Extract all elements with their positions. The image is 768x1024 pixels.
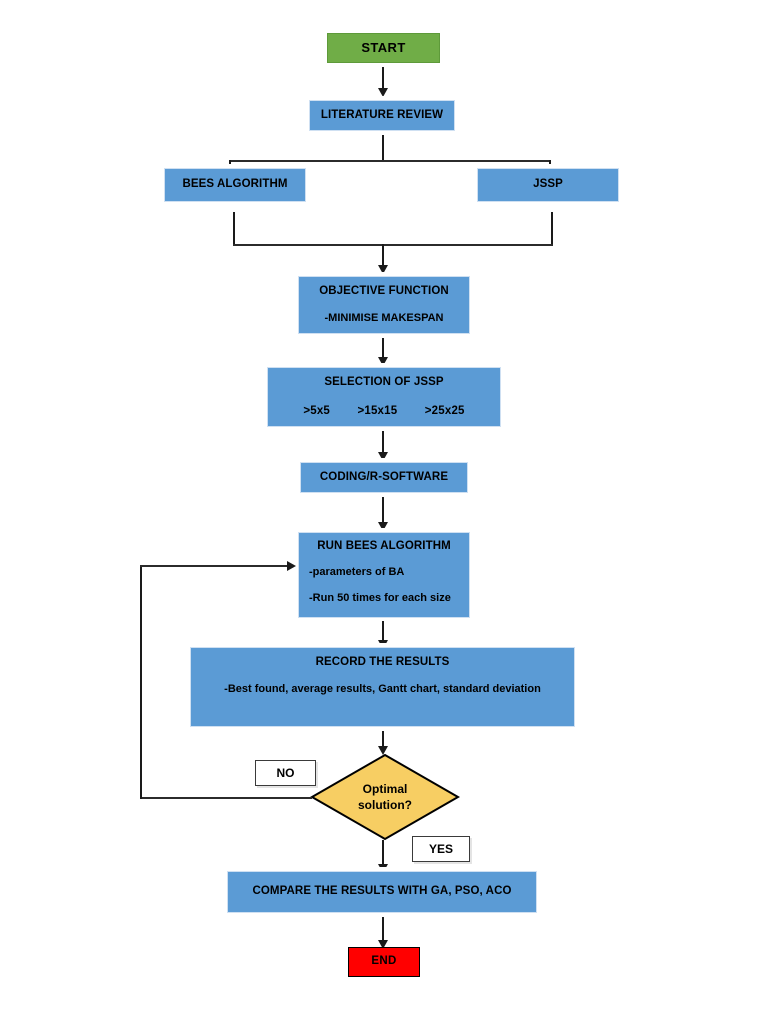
- edge-label-yes: YES: [412, 836, 470, 862]
- node-record-results-label: RECORD THE RESULTS: [315, 656, 450, 668]
- connector-no-branch-horizontal: [141, 797, 312, 799]
- node-decision-optimal-solution[interactable]: Optimal solution?: [310, 753, 460, 841]
- node-bees-algorithm[interactable]: BEES ALGORITHM: [160, 164, 310, 206]
- arrowhead-record-to-decision: [378, 746, 388, 755]
- edge-label-no-text: NO: [276, 766, 295, 780]
- node-start[interactable]: START: [323, 29, 444, 67]
- edge-label-no: NO: [255, 760, 316, 786]
- arrowhead-compare-to-end: [378, 940, 388, 949]
- arrowhead-selection-to-coding: [378, 452, 388, 461]
- connector-record-to-decision: [382, 731, 384, 749]
- arrowhead-start-to-literature: [378, 88, 388, 97]
- node-record-results[interactable]: RECORD THE RESULTS -Best found, average …: [186, 643, 579, 731]
- node-jssp[interactable]: JSSP: [473, 164, 623, 206]
- arrowhead-coding-to-run: [378, 522, 388, 531]
- node-jssp-label: JSSP: [533, 178, 563, 191]
- arrowhead-loop-return: [287, 561, 296, 571]
- connector-compare-to-end: [382, 917, 384, 943]
- node-selection-of-jssp-sizes: >5x5 >15x15 >25x25: [291, 405, 476, 418]
- connector-loop-return-horizontal: [140, 565, 288, 567]
- jssp-size-25x25: >25x25: [424, 405, 465, 417]
- connector-jssp-down: [551, 212, 553, 245]
- decision-diamond-shape: [310, 753, 460, 841]
- node-record-results-detail: -Best found, average results, Gantt char…: [224, 683, 541, 696]
- connector-split-left-drop: [229, 160, 231, 168]
- node-run-bees-algorithm[interactable]: RUN BEES ALGORITHM -parameters of BA -Ru…: [294, 528, 474, 622]
- connector-objective-to-selection: [382, 338, 384, 360]
- arrowhead-run-to-record: [378, 640, 388, 649]
- connector-literature-to-split: [382, 135, 384, 161]
- node-literature-review-label: LITERATURE REVIEW: [320, 108, 444, 121]
- node-start-label: START: [361, 39, 406, 55]
- node-end[interactable]: END: [348, 947, 420, 977]
- jssp-size-5x5: >5x5: [303, 405, 331, 417]
- node-end-label: END: [371, 955, 397, 968]
- node-objective-function[interactable]: OBJECTIVE FUNCTION -MINIMISE MAKESPAN: [294, 272, 474, 338]
- node-literature-review[interactable]: LITERATURE REVIEW: [305, 96, 459, 135]
- node-selection-of-jssp-label: SELECTION OF JSSP: [324, 375, 444, 388]
- connector-split-right-drop: [549, 160, 551, 168]
- connector-run-to-record: [382, 621, 384, 643]
- connector-split-bar: [229, 160, 551, 162]
- connector-no-branch-vertical: [140, 565, 142, 799]
- connector-selection-to-coding: [382, 431, 384, 455]
- node-coding-software-label: CODING/R-SOFTWARE: [319, 470, 449, 483]
- node-compare-results[interactable]: COMPARE THE RESULTS WITH GA, PSO, ACO: [223, 867, 541, 917]
- node-bees-algorithm-label: BEES ALGORITHM: [182, 178, 288, 191]
- connector-decision-to-compare: [382, 840, 384, 867]
- arrowhead-objective-to-selection: [378, 357, 388, 366]
- connector-start-to-literature: [382, 67, 384, 90]
- edge-label-yes-text: YES: [428, 842, 453, 856]
- node-run-bees-detail-parameters: -parameters of BA: [309, 566, 405, 579]
- jssp-size-15x15: >15x15: [357, 405, 398, 417]
- node-run-bees-algorithm-label: RUN BEES ALGORITHM: [317, 540, 451, 552]
- connector-merge-bar: [233, 244, 553, 246]
- arrowhead-decision-to-compare: [378, 864, 388, 873]
- connector-merge-to-objective: [382, 244, 384, 268]
- connector-bees-down: [233, 212, 235, 245]
- connector-coding-to-run: [382, 497, 384, 525]
- node-objective-function-detail: -MINIMISE MAKESPAN: [324, 312, 444, 325]
- node-coding-software[interactable]: CODING/R-SOFTWARE: [296, 458, 472, 497]
- node-run-bees-detail-runs: -Run 50 times for each size: [309, 591, 451, 604]
- arrowhead-merge-to-objective: [378, 265, 388, 274]
- node-selection-of-jssp[interactable]: SELECTION OF JSSP >5x5 >15x15 >25x25: [263, 363, 505, 431]
- node-compare-results-label: COMPARE THE RESULTS WITH GA, PSO, ACO: [252, 885, 512, 898]
- node-objective-function-label: OBJECTIVE FUNCTION: [319, 285, 449, 298]
